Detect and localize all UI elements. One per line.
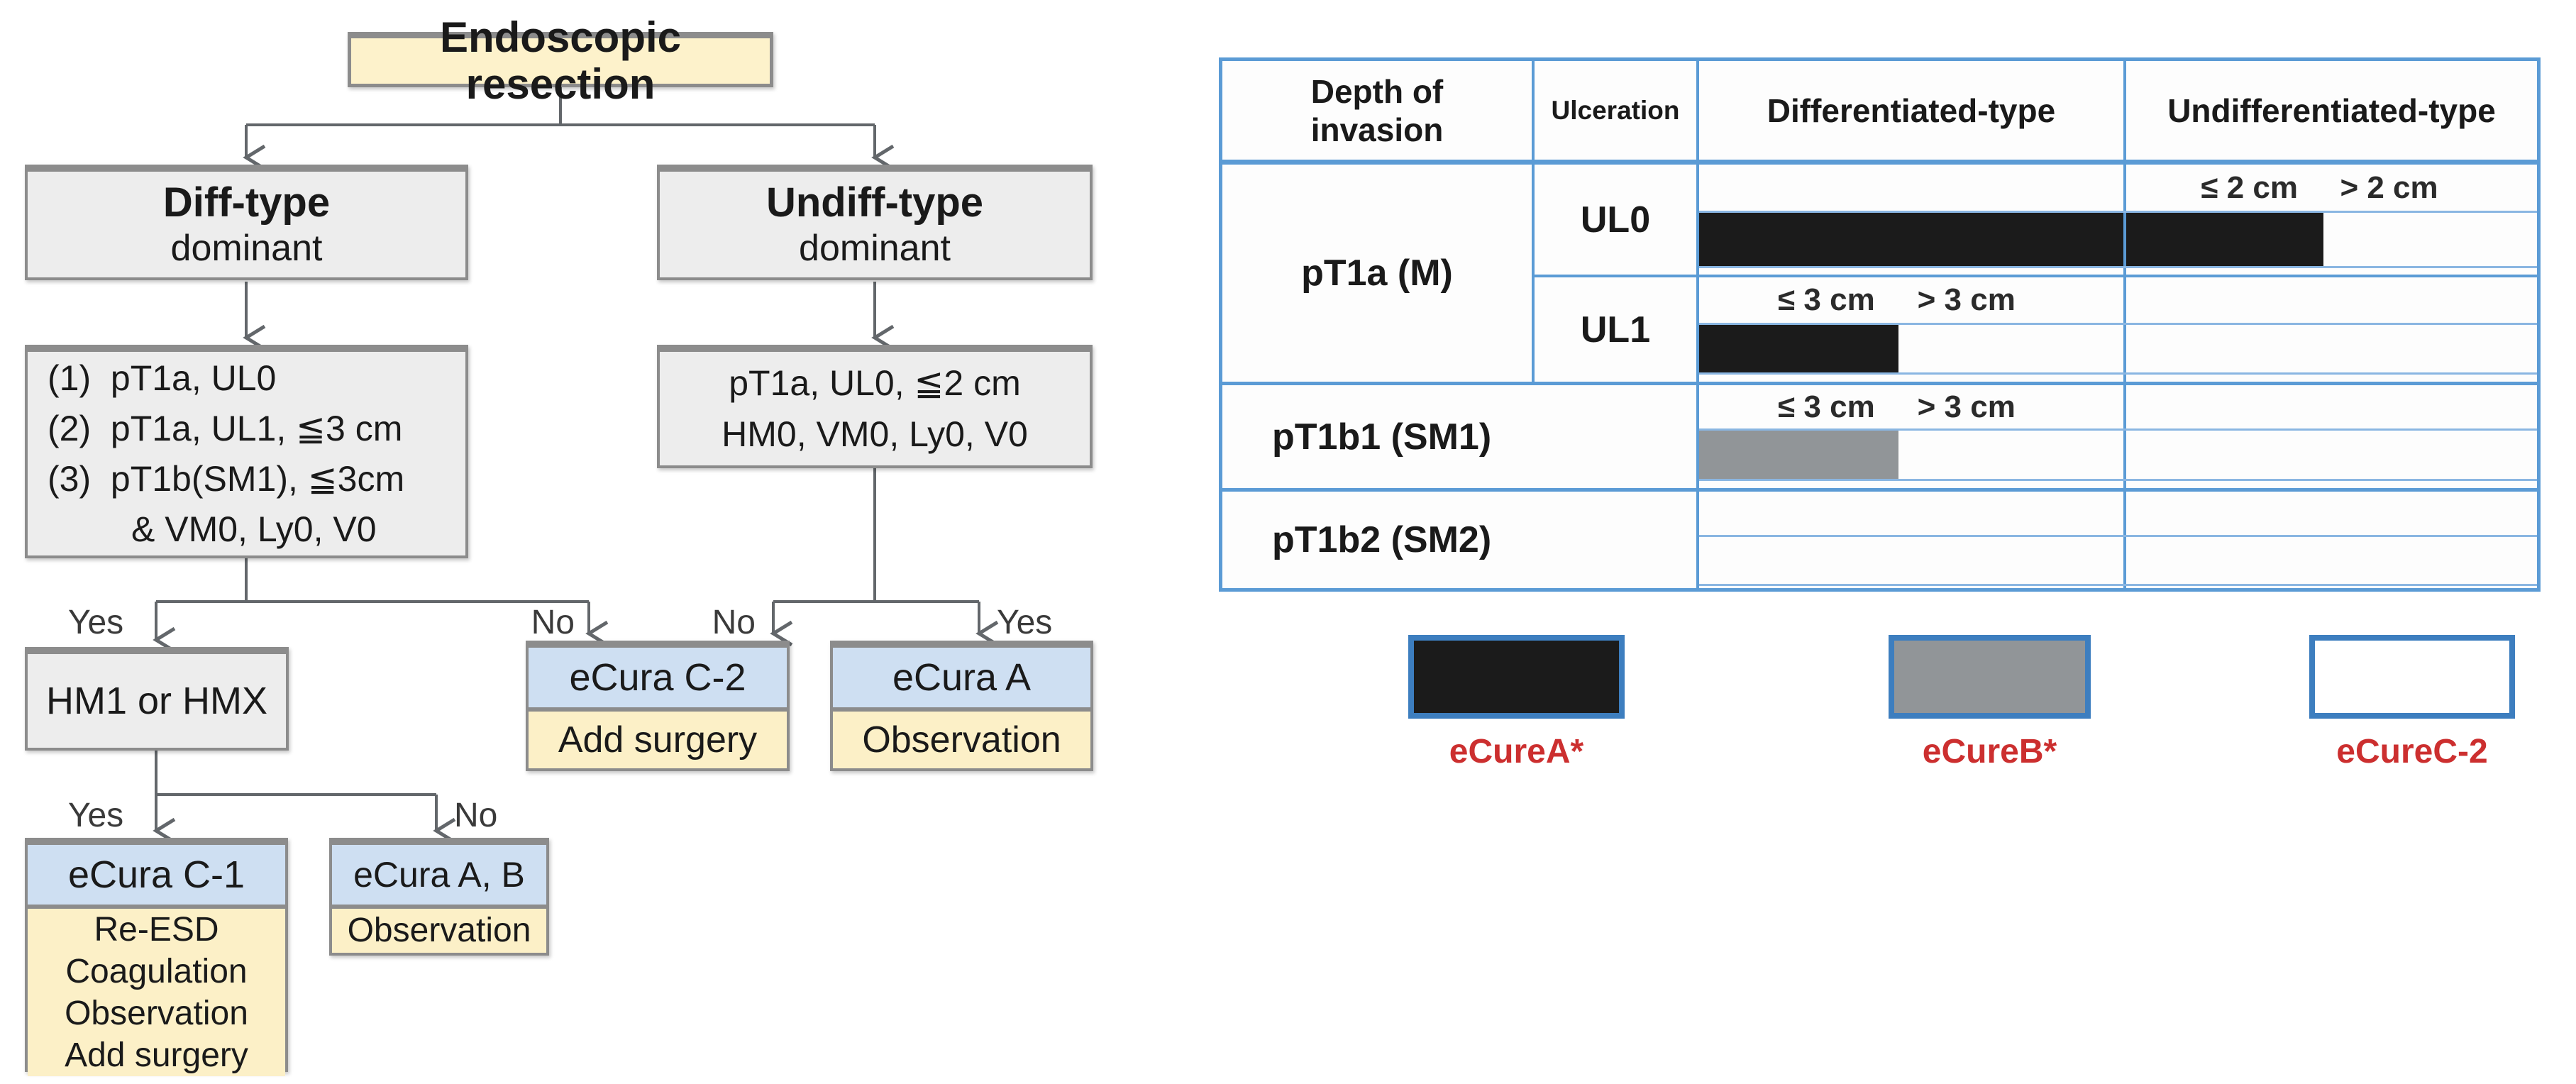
ecura-ab-action: Observation <box>332 909 546 953</box>
ecure-category-table: Depth of invasion Ulceration Differentia… <box>1219 57 2541 592</box>
undiff-criteria-line-2: HM0, VM0, Ly0, V0 <box>722 414 1028 454</box>
ecura-c1-title: eCura C-1 <box>28 845 285 909</box>
ecura-c1-action-1: Re-ESD <box>94 911 219 948</box>
branch-label-no-2: No <box>712 604 756 641</box>
node-ecura-c2: eCura C-2 Add surgery <box>526 641 790 771</box>
legend-swatch-ecure-c2 <box>2309 635 2515 719</box>
node-diff-criteria: (1) pT1a, UL0 (2) pT1a, UL1, ≦3 cm (3) p… <box>25 345 468 558</box>
row-label-ul0: UL0 <box>1580 199 1651 240</box>
table-grid-line <box>1222 160 2537 165</box>
ecura-c2-title: eCura C-2 <box>529 648 787 712</box>
legend-label-ecure-c2: eCureC-2 <box>2336 733 2488 770</box>
diff-type-title: Diff-type <box>162 179 331 226</box>
node-ecura-c1: eCura C-1 Re-ESD Coagulation Observation… <box>25 838 288 1076</box>
table-strip-line <box>1699 266 2537 268</box>
diff-criteria-line-4: & VM0, Ly0, V0 <box>131 509 377 549</box>
size-label-gt2cm: > 2 cm <box>2340 170 2438 205</box>
header-differentiated-type: Differentiated-type <box>1767 92 2056 129</box>
size-label-le3cm: ≤ 3 cm <box>1778 282 1875 317</box>
table-strip-line <box>1699 535 2537 537</box>
ecura-c1-action-3: Observation <box>65 995 248 1032</box>
node-undiff-criteria: pT1a, UL0, ≦2 cm HM0, VM0, Ly0, V0 <box>657 345 1093 468</box>
bar-ul0-undifferentiated <box>2126 213 2537 266</box>
ecura-c1-action-2: Coagulation <box>65 953 248 990</box>
node-endoscopic-resection: Endoscopic resection <box>348 14 773 108</box>
bar-fill <box>1699 431 1899 479</box>
size-label-gt3cm: > 3 cm <box>1917 282 2016 317</box>
size-labels-ul0-undifferentiated: ≤ 2 cm > 2 cm <box>2126 165 2537 211</box>
size-labels-ul1-differentiated: ≤ 3 cm > 3 cm <box>1699 277 2123 323</box>
diff-criteria-line-2: (2) pT1a, UL1, ≦3 cm <box>48 408 403 448</box>
table-strip-line <box>1699 211 2537 213</box>
table-strip-line <box>1699 479 2537 481</box>
bar-fill <box>1699 213 2123 266</box>
legend-swatch-ecure-a <box>1408 635 1625 719</box>
table-grid-line <box>1532 275 2537 277</box>
diff-criteria-line-1: (1) pT1a, UL0 <box>48 358 277 398</box>
table-strip-line <box>1699 584 2537 586</box>
diff-criteria-line-3: (3) pT1b(SM1), ≦3cm <box>48 458 405 499</box>
table-grid-line <box>1222 382 2537 385</box>
ecura-a-action: Observation <box>833 712 1090 768</box>
node-ecura-ab: eCura A, B Observation <box>329 838 549 956</box>
bar-sm1-differentiated <box>1699 431 2123 479</box>
bar-ul1-differentiated <box>1699 325 2123 372</box>
undiff-type-title: Undiff-type <box>765 179 984 226</box>
ecura-c1-actions: Re-ESD Coagulation Observation Add surge… <box>28 909 285 1076</box>
size-label-le3cm: ≤ 3 cm <box>1778 389 1875 424</box>
header-depth-of-invasion: Depth of invasion <box>1310 72 1444 148</box>
row-label-ul1: UL1 <box>1580 309 1651 350</box>
bar-ul0-differentiated <box>1699 213 2123 266</box>
table-strip-line <box>1699 372 2537 375</box>
undiff-type-subtitle: dominant <box>799 227 951 269</box>
size-label-gt3cm: > 3 cm <box>1917 389 2016 424</box>
header-undifferentiated-type: Undifferentiated-type <box>2167 92 2496 129</box>
row-label-pt1a-m: pT1a (M) <box>1301 253 1453 294</box>
table-grid-line <box>1222 488 2537 492</box>
root-label: Endoscopic resection <box>439 13 682 108</box>
legend-swatch-ecure-b <box>1889 635 2091 719</box>
node-ecura-a: eCura A Observation <box>830 641 1093 771</box>
ecura-ab-title: eCura A, B <box>332 845 546 909</box>
bar-fill <box>1699 325 1899 372</box>
row-label-pt1b2-sm2: pT1b2 (SM2) <box>1272 519 1492 560</box>
header-ulceration: Ulceration <box>1551 95 1680 125</box>
node-hm1-hmx: HM1 or HMX <box>25 647 289 751</box>
row-label-pt1b1-sm1: pT1b1 (SM1) <box>1272 416 1492 458</box>
table-strip-line <box>1699 323 2537 325</box>
branch-label-yes-3: Yes <box>67 797 124 834</box>
branch-label-no-3: No <box>454 797 498 834</box>
size-label-le2cm: ≤ 2 cm <box>2201 170 2299 205</box>
node-undiff-type: Undiff-type dominant <box>657 165 1093 280</box>
ecura-c2-action: Add surgery <box>529 712 787 768</box>
ecura-a-title: eCura A <box>833 648 1090 712</box>
undiff-criteria-line-1: pT1a, UL0, ≦2 cm <box>729 363 1021 403</box>
legend-label-ecure-a: eCureA* <box>1449 733 1584 770</box>
legend-label-ecure-b: eCureB* <box>1922 733 2057 770</box>
table-grid-line <box>1532 61 1535 382</box>
node-diff-type: Diff-type dominant <box>25 165 468 280</box>
ecura-c1-action-4: Add surgery <box>65 1036 248 1074</box>
diff-type-subtitle: dominant <box>170 227 323 269</box>
table-strip-line <box>1699 428 2537 431</box>
bar-fill <box>2126 213 2323 266</box>
table-grid-line <box>1696 61 1699 588</box>
size-labels-sm1-differentiated: ≤ 3 cm > 3 cm <box>1699 385 2123 428</box>
hm1-hmx-label: HM1 or HMX <box>45 680 268 722</box>
branch-label-no-1: No <box>531 604 575 641</box>
branch-label-yes-2: Yes <box>997 604 1053 641</box>
branch-label-yes-1: Yes <box>67 604 124 641</box>
